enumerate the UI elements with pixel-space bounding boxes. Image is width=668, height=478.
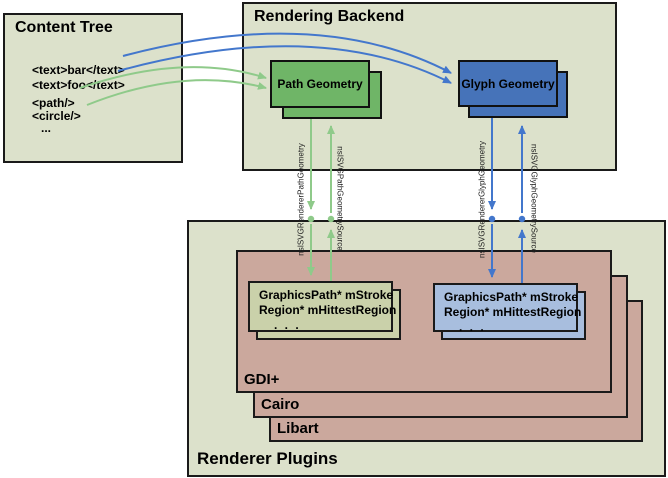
graphics-green-line1: GraphicsPath* mStroke	[259, 288, 394, 302]
nsisvg-glyph-geometry-source-label: nsISVGGlyphGeometrySource	[529, 144, 539, 253]
graphics-blue-line2: Region* mHittestRegion	[444, 305, 582, 319]
content-tree-panel: Content Tree <text>bar</text> <text>foo<…	[3, 13, 183, 163]
content-tree-item-text-bar: <text>bar</text>	[32, 63, 125, 77]
nsisvg-renderer-path-geometry-label: nsISVGRendererPathGeometry	[296, 143, 306, 256]
glyph-geometry-label: Glyph Geometry	[461, 76, 555, 91]
content-tree-item-ellipsis: ...	[41, 121, 52, 135]
path-geometry-box: Path Geometry	[270, 60, 370, 108]
graphics-path-blue-box: GraphicsPath* mStroke Region* mHittestRe…	[433, 283, 582, 334]
glyph-geometry-box: Glyph Geometry	[458, 60, 558, 107]
content-tree-item-text-foo: <text>foo</text>	[32, 78, 125, 92]
cairo-label: Cairo	[261, 396, 300, 413]
graphics-blue-ellipsis: . . .	[459, 320, 486, 334]
graphics-green-line2: Region* mHittestRegion	[259, 303, 397, 317]
rendering-backend-title: Rendering Backend	[254, 8, 405, 25]
graphics-path-green-box: GraphicsPath* mStroke Region* mHittestRe…	[248, 281, 397, 332]
gdi-label: GDI+	[244, 371, 280, 388]
nsisvg-renderer-glyph-geometry-label: nsISVGRendererGlyphGeometry	[477, 141, 487, 258]
renderer-plugins-title: Renderer Plugins	[197, 449, 338, 468]
content-tree-title: Content Tree	[15, 19, 113, 36]
graphics-blue-line1: GraphicsPath* mStroke	[444, 290, 579, 304]
content-tree-item-circle: <circle/>	[32, 109, 81, 123]
libart-label: Libart	[277, 420, 319, 437]
graphics-green-ellipsis: . . .	[274, 318, 301, 332]
path-geometry-label: Path Geometry	[277, 77, 363, 91]
nsisvg-path-geometry-source-label: nsISVGPathGeometrySource	[335, 146, 345, 251]
content-tree-item-path: <path/>	[32, 96, 75, 110]
